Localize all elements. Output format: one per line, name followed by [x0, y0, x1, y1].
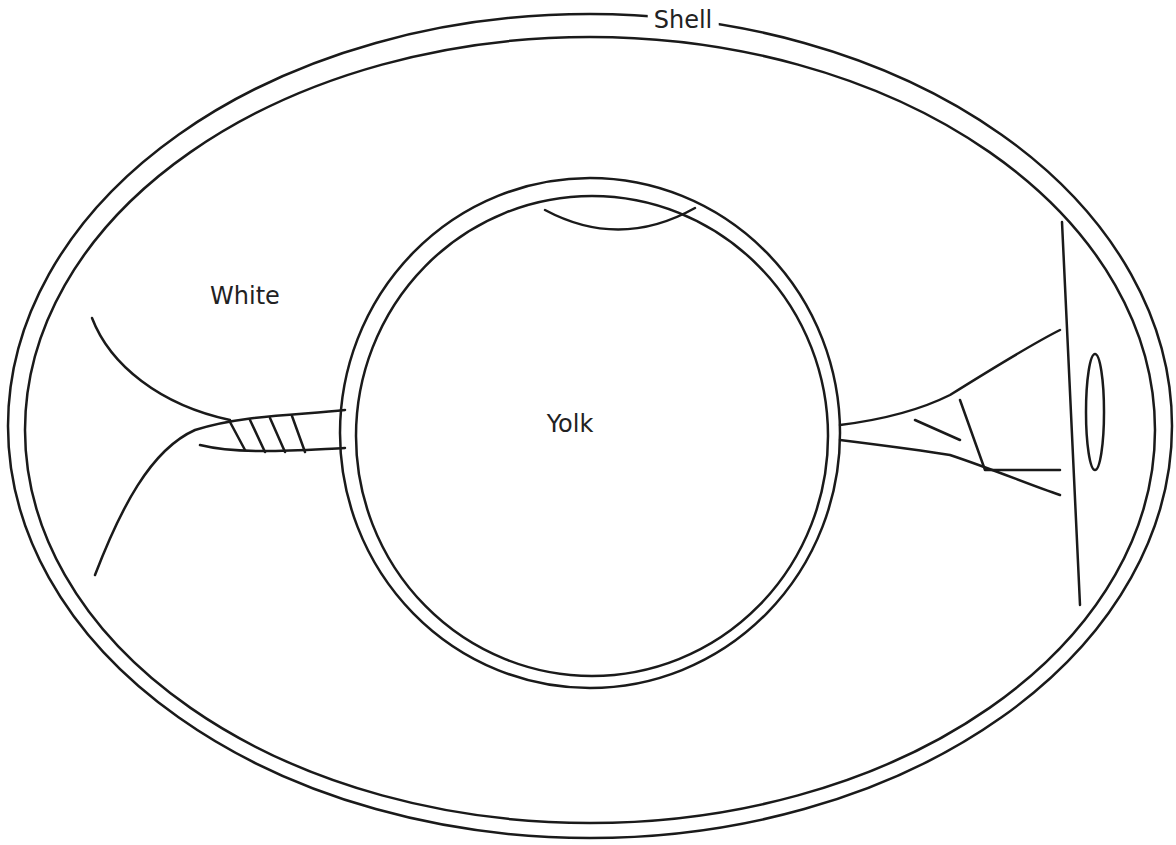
yolk-inner	[356, 196, 828, 676]
chalaza-left	[200, 445, 345, 451]
part-label: Yolk	[541, 410, 600, 438]
chalaza-twist	[230, 416, 305, 452]
shell-outer	[8, 14, 1172, 838]
shell-inner	[25, 37, 1155, 823]
chalaza-right	[840, 440, 1060, 495]
yolk-outer	[340, 178, 840, 688]
part-label: White	[204, 282, 286, 310]
germinal-disc	[545, 208, 695, 230]
chalaza-left	[95, 410, 345, 575]
white-membrane	[92, 318, 230, 420]
air-cell-membrane	[1062, 222, 1080, 605]
chalaza-twist	[915, 400, 1060, 470]
air-cell	[1086, 354, 1104, 470]
chalaza-right	[840, 330, 1060, 425]
part-label: Shell	[648, 6, 719, 34]
